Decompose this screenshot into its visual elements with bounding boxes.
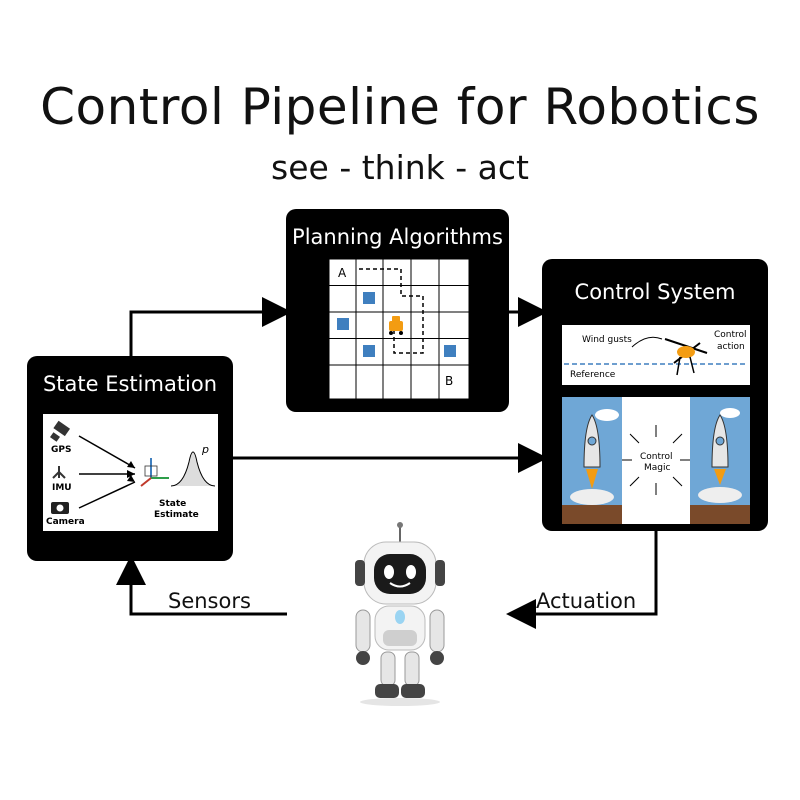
svg-text:p: p <box>201 443 209 456</box>
control-title: Control System <box>574 280 736 304</box>
svg-text:action: action <box>717 342 745 352</box>
svg-text:Reference: Reference <box>570 370 616 380</box>
robot-icon <box>355 522 445 706</box>
wind-arrow <box>631 336 663 348</box>
distribution-curve <box>170 451 216 487</box>
svg-text:Wind gusts: Wind gusts <box>582 335 632 345</box>
planning-box: Planning Algorithms A B <box>286 209 509 412</box>
arrow-actuation <box>506 531 658 629</box>
sensors-label: Sensors <box>168 589 251 613</box>
satellite-icon <box>50 420 71 442</box>
state-title: State Estimation <box>42 372 218 396</box>
control-box: Control System Wind gusts Reference Cont… <box>542 259 768 531</box>
svg-text:IMU: IMU <box>52 483 72 493</box>
actuation-label: Actuation <box>536 589 637 613</box>
svg-text:Camera: Camera <box>46 517 85 527</box>
diagram-subtitle: see - think - act <box>271 148 529 187</box>
state-panel: GPS IMU Camera p State Estimate <box>43 414 218 531</box>
axes-icon <box>140 458 169 487</box>
camera-icon <box>51 502 69 514</box>
rocket-left-icon <box>570 414 614 505</box>
svg-text:State: State <box>159 499 186 509</box>
arrow-sensors <box>116 555 287 616</box>
arrow-state-to-planning <box>129 297 292 356</box>
robot-marker <box>389 316 403 335</box>
diagram-title: Control Pipeline for Robotics <box>40 78 760 136</box>
svg-text:Estimate: Estimate <box>154 510 199 520</box>
imu-icon <box>52 466 66 479</box>
drone-panel: Wind gusts Reference Control action <box>562 325 750 385</box>
planning-grid: A B <box>329 259 469 399</box>
svg-text:GPS: GPS <box>51 445 71 455</box>
planned-path <box>359 268 424 354</box>
rocket-panel: Control Magic <box>562 397 750 524</box>
planning-title: Planning Algorithms <box>292 225 503 249</box>
state-box: State Estimation GPS IMU Camera <box>27 356 233 561</box>
svg-text:Control: Control <box>640 452 673 462</box>
drone-icon <box>664 338 708 376</box>
svg-text:Magic: Magic <box>644 463 670 473</box>
obstacle-cells <box>337 292 456 357</box>
svg-text:Control: Control <box>714 330 747 340</box>
control-magic-icon <box>622 425 690 495</box>
grid-start-label: A <box>338 266 347 280</box>
grid-goal-label: B <box>445 374 453 388</box>
rocket-right-icon <box>698 414 742 503</box>
